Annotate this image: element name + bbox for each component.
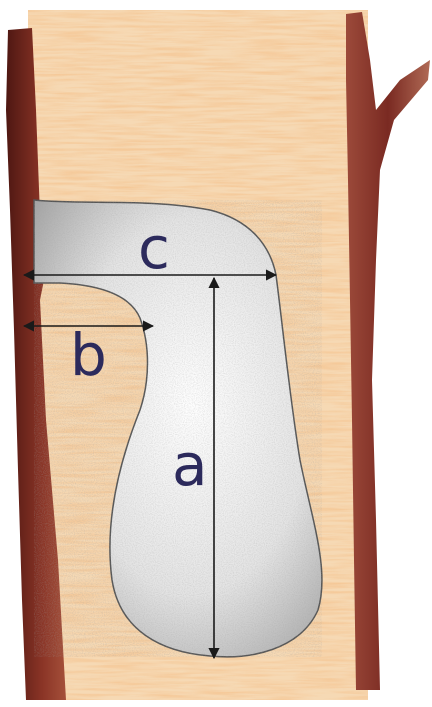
dimension-c-label: c bbox=[138, 214, 170, 282]
right-bark bbox=[346, 12, 430, 690]
dimension-a-label: a bbox=[172, 431, 208, 499]
dimension-b-label: b bbox=[70, 321, 107, 389]
